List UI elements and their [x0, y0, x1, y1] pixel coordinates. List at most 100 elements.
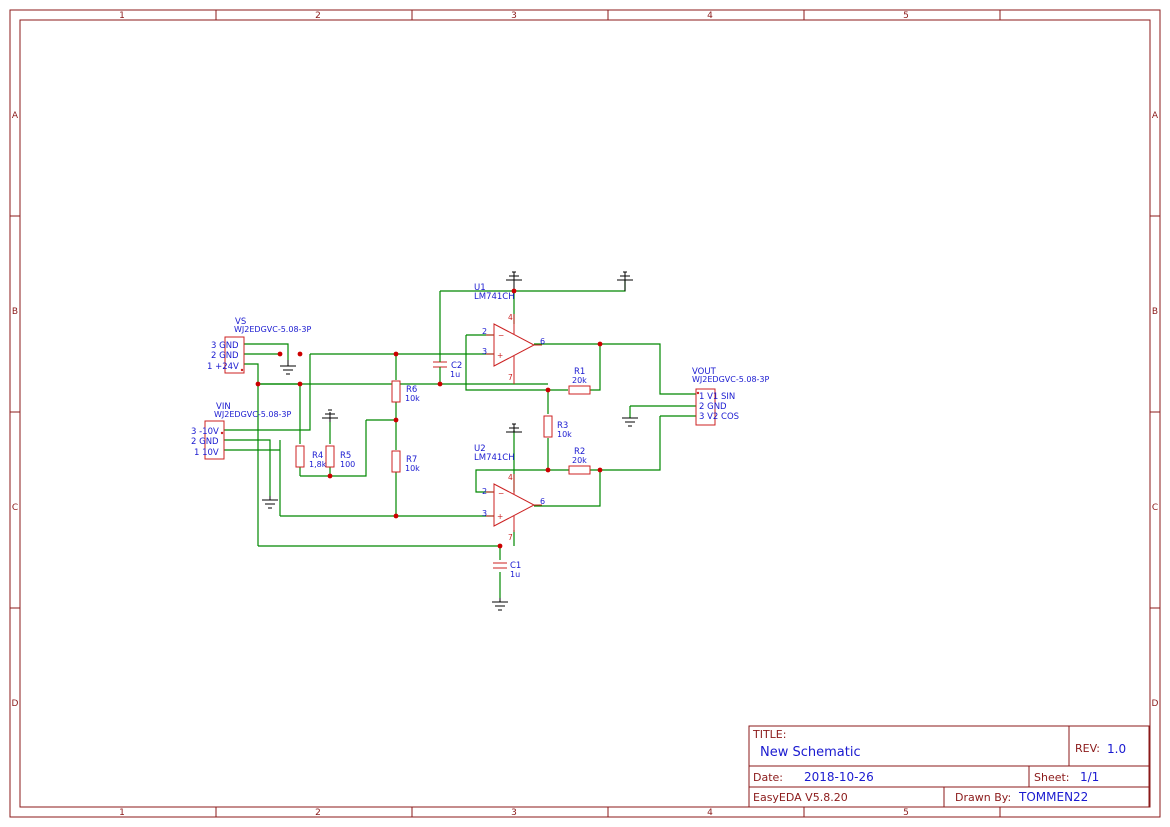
- pin-label: 3 V2 COS: [699, 412, 739, 422]
- software-label: EasyEDA V5.8.20: [753, 791, 848, 804]
- r5-ref: R5: [340, 451, 351, 461]
- frame-row-label: B: [1152, 307, 1158, 317]
- title-block: TITLE: New Schematic REV: 1.0 Date: 2018…: [748, 725, 1150, 808]
- frame-row-label: A: [12, 111, 19, 121]
- r4-value: 1,8k: [309, 460, 327, 469]
- frame-column-label: 1: [119, 11, 125, 21]
- r6-value: 10k: [405, 394, 420, 403]
- ground-icon: [622, 417, 638, 427]
- pin-number: 2: [482, 487, 487, 496]
- connector-vs[interactable]: VS WJ2EDGVC-5.08-3P 3 GND 2 GND 1 +24V: [207, 317, 312, 374]
- c2-ref: C2: [451, 361, 462, 371]
- ground-icon: [506, 423, 522, 433]
- pin-label: 2 GND: [191, 437, 219, 447]
- frame-column-label: 4: [707, 11, 713, 21]
- frame-row-label: D: [1152, 699, 1159, 709]
- r3-value: 10k: [557, 430, 572, 439]
- resistor-r7[interactable]: R7 10k: [391, 450, 420, 473]
- ground-icon: [262, 496, 278, 509]
- frame-row-label: C: [1152, 503, 1158, 513]
- resistor-r4[interactable]: R4 1,8k: [295, 445, 327, 469]
- pin-number: 3: [482, 347, 487, 356]
- u2-value: LM741CH: [474, 453, 515, 463]
- frame-column-label: 1: [119, 808, 125, 818]
- u1-ref: U1: [474, 283, 486, 293]
- pin-number: 2: [482, 327, 487, 336]
- date-value: 2018-10-26: [804, 770, 874, 784]
- pin-number: 7: [508, 533, 513, 542]
- ground-icon: [280, 360, 296, 375]
- pin-label: 1 +24V: [207, 362, 239, 372]
- pin-label: 3 -10V: [191, 427, 219, 437]
- title-value: New Schematic: [760, 745, 861, 760]
- frame-column-label: 2: [315, 11, 321, 21]
- opamp-u2[interactable]: − + 2 3 4 6 7 U2 LM741CH: [474, 444, 545, 542]
- c2-value: 1u: [450, 370, 460, 379]
- r4-ref: R4: [312, 451, 323, 461]
- resistor-r6[interactable]: R6 10k: [391, 380, 420, 403]
- resistor-r1[interactable]: R1 20k: [568, 367, 591, 395]
- capacitor-c2[interactable]: C2 1u: [433, 358, 462, 379]
- pin-label: 3 GND: [211, 341, 239, 351]
- c1-value: 1u: [510, 570, 520, 579]
- pin-number: 6: [540, 497, 545, 506]
- connector-vout[interactable]: VOUT WJ2EDGVC-5.08-3P 1 V1 SIN 2 GND 3 V…: [692, 367, 770, 426]
- ground-icon: [617, 271, 633, 291]
- frame-column-label: 2: [315, 808, 321, 818]
- r2-ref: R2: [574, 447, 585, 457]
- wires: [224, 280, 696, 598]
- frame-column-label: 3: [511, 11, 517, 21]
- date-caption: Date:: [753, 771, 783, 784]
- opamp-u1[interactable]: − + 2 3 4 6 7 U1 LM741CH: [474, 283, 545, 384]
- ground-icon: [322, 409, 338, 422]
- u1-value: LM741CH: [474, 292, 515, 302]
- c1-ref: C1: [510, 561, 521, 571]
- vs-value: WJ2EDGVC-5.08-3P: [234, 325, 312, 334]
- title-caption: TITLE:: [752, 728, 786, 741]
- vs-ref: VS: [235, 317, 246, 327]
- pin-label: 2 GND: [699, 402, 727, 412]
- frame-row-label: B: [12, 307, 18, 317]
- r5-value: 100: [340, 460, 355, 469]
- ground-icon: [506, 271, 522, 291]
- sheet-frame: 1 2 3 4 5 1 2 3 4 5 A B C D A B C D: [9, 9, 1161, 818]
- drawn-by-value: TOMMEN22: [1018, 790, 1088, 804]
- pin-label: 1 10V: [194, 448, 219, 458]
- r3-ref: R3: [557, 421, 568, 431]
- junctions: [255, 288, 603, 549]
- pin-number: 7: [508, 373, 513, 382]
- drawn-by-caption: Drawn By:: [955, 791, 1011, 804]
- frame-column-label: 3: [511, 808, 517, 818]
- r1-value: 20k: [572, 376, 587, 385]
- frame-row-label: C: [12, 503, 18, 513]
- resistor-r3[interactable]: R3 10k: [543, 415, 572, 439]
- pin-number: 4: [508, 473, 513, 482]
- r6-ref: R6: [406, 385, 417, 395]
- svg-text:−: −: [498, 331, 504, 340]
- r7-ref: R7: [406, 455, 417, 465]
- u2-ref: U2: [474, 444, 486, 454]
- r2-value: 20k: [572, 456, 587, 465]
- resistor-r2[interactable]: R2 20k: [568, 447, 591, 475]
- frame-column-label: 4: [707, 808, 713, 818]
- ground-icon: [492, 598, 508, 611]
- svg-text:−: −: [498, 489, 504, 498]
- resistor-r5[interactable]: R5 100: [325, 445, 355, 469]
- vout-ref: VOUT: [692, 367, 717, 377]
- rev-value: 1.0: [1107, 742, 1126, 756]
- rev-caption: REV:: [1075, 742, 1100, 755]
- sheet-value: 1/1: [1080, 770, 1099, 784]
- vout-value: WJ2EDGVC-5.08-3P: [692, 375, 770, 384]
- pin-label: 1 V1 SIN: [699, 392, 735, 402]
- connector-vin[interactable]: VIN WJ2EDGVC-5.08-3P 3 -10V 2 GND 1 10V: [191, 402, 292, 460]
- vin-ref: VIN: [216, 402, 231, 412]
- ground-symbols: [262, 271, 638, 611]
- pin-number: 6: [540, 337, 545, 346]
- sheet-caption: Sheet:: [1034, 771, 1070, 784]
- r7-value: 10k: [405, 464, 420, 473]
- pin-number: 3: [482, 509, 487, 518]
- capacitor-c1[interactable]: C1 1u: [493, 561, 521, 579]
- frame-row-label: A: [1152, 111, 1159, 121]
- svg-text:+: +: [497, 351, 503, 360]
